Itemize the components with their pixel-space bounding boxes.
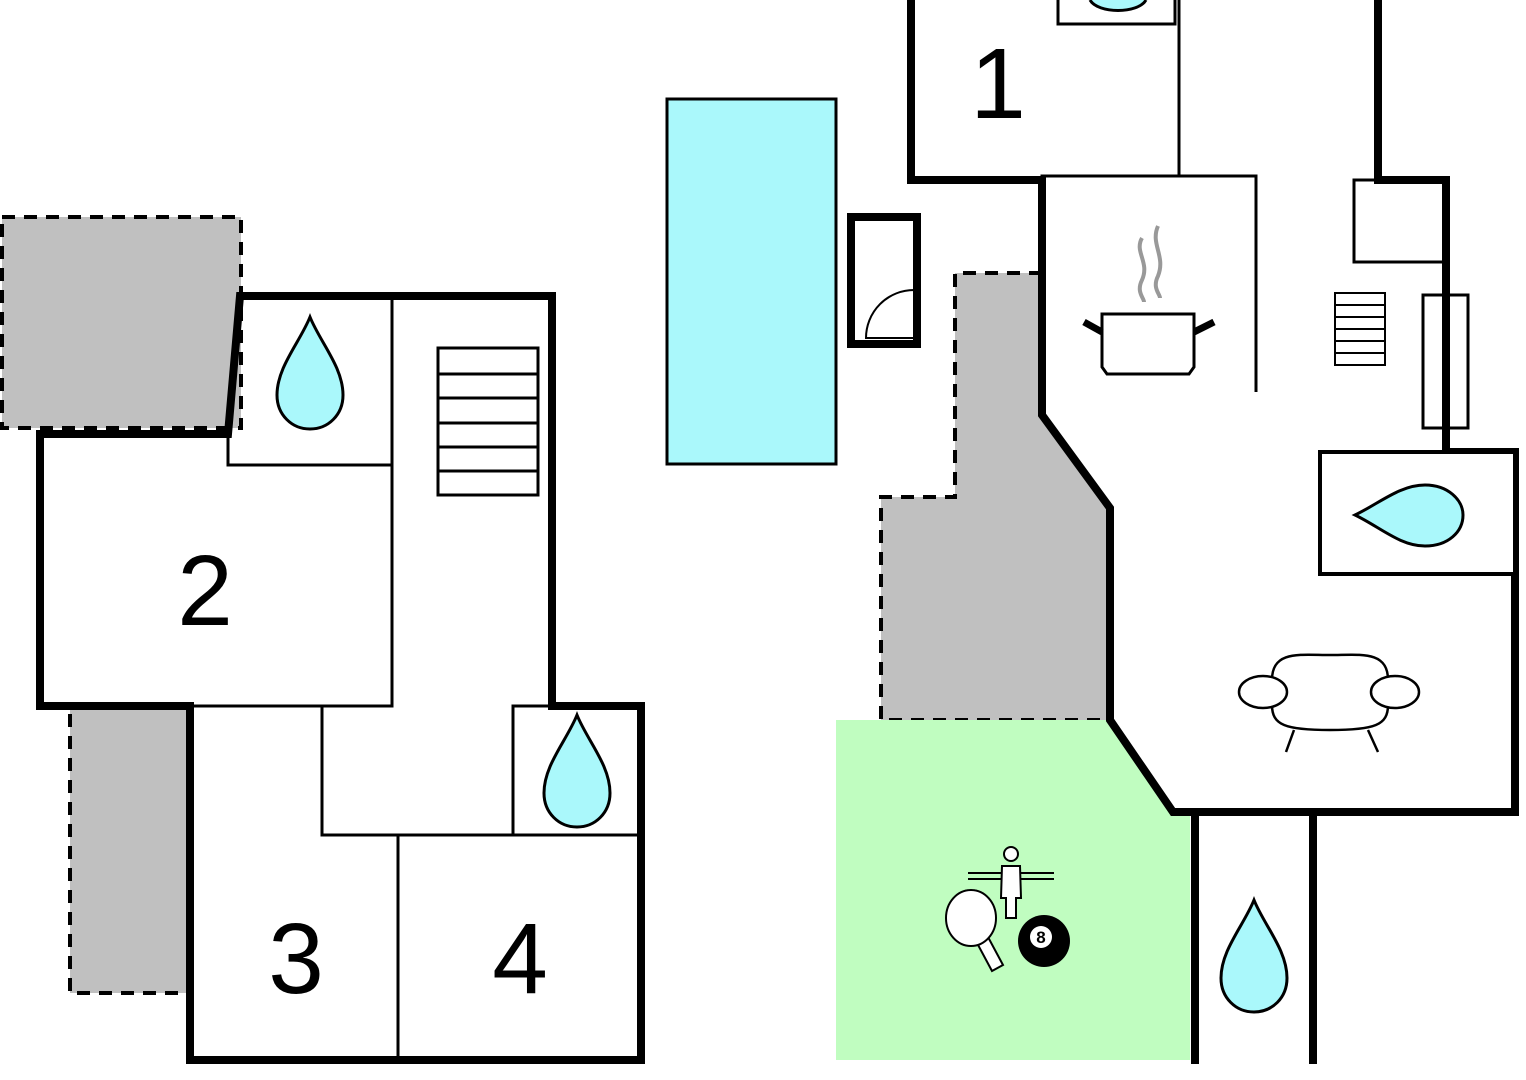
water-drop-icon — [1219, 898, 1289, 1014]
room-label-1: 1 — [970, 28, 1026, 140]
outdoor-shed — [847, 213, 921, 348]
left-building-outline — [36, 292, 645, 1064]
closet — [1352, 178, 1448, 264]
foosball-icon — [968, 846, 1054, 919]
swimming-pool — [665, 97, 838, 466]
ping-pong-paddle-icon — [945, 889, 1005, 973]
bathroom-bottom-walls — [1191, 808, 1317, 1064]
terrace-left — [68, 705, 192, 995]
bedroom-2-walls — [226, 434, 392, 467]
room-label-4: 4 — [492, 903, 548, 1015]
water-drop-icon — [542, 713, 612, 829]
hall-lower-wall — [320, 706, 641, 837]
right-building: 8 1 — [836, 0, 1519, 1064]
water-drop-icon — [1088, 0, 1148, 12]
terrace-top-left — [0, 215, 243, 430]
kitchen-wall — [1179, 174, 1258, 392]
hall-wall — [190, 296, 394, 708]
sofa-icon — [1237, 653, 1421, 753]
room-label-3: 3 — [268, 903, 324, 1015]
door-swing-icon — [864, 288, 915, 339]
billiard-ball-number: 8 — [1036, 928, 1045, 947]
side-cabinet — [1421, 293, 1470, 430]
billiard-ball-icon: 8 — [1018, 915, 1070, 967]
bathroom-top — [1056, 0, 1177, 26]
room-label-2: 2 — [177, 535, 233, 647]
stairs-icon — [436, 346, 540, 497]
bathroom-small-wall — [511, 704, 552, 835]
left-building: 2 3 4 — [0, 215, 645, 1064]
water-drop-icon — [1351, 483, 1465, 548]
bedroom-1-walls — [1040, 0, 1181, 180]
stairs-icon — [1334, 292, 1386, 366]
water-drop-icon — [275, 315, 345, 431]
cooking-pot-icon — [1082, 225, 1216, 376]
